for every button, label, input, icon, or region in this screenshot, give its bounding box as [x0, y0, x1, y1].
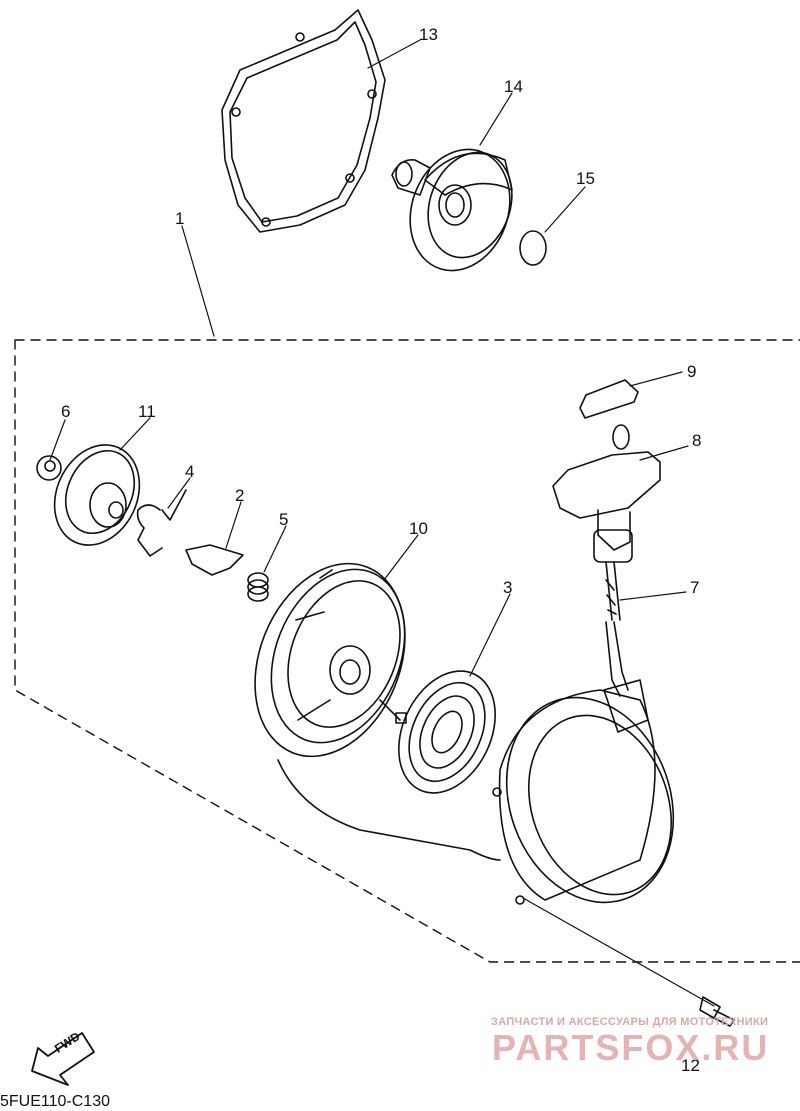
callout-9: 9	[687, 362, 697, 381]
part-13-gasket	[221, 9, 386, 233]
part-5-spring	[247, 572, 269, 602]
callout-3: 3	[503, 578, 513, 597]
part-2-ratchet	[185, 544, 244, 576]
part-12-bolt	[699, 996, 735, 1027]
part-4-clip-spring	[136, 489, 187, 557]
assembly-boundary-dashed	[14, 339, 800, 963]
callout-2: 2	[235, 486, 245, 505]
callout-5: 5	[279, 510, 289, 529]
callout-15: 15	[576, 169, 595, 188]
callout-14: 14	[504, 77, 523, 96]
part-1-recoil-case	[492, 679, 675, 905]
callout-8: 8	[692, 431, 702, 450]
part-8-starter-handle	[552, 424, 661, 563]
callout-13: 13	[419, 25, 438, 44]
part-14-starter-pulley	[391, 148, 513, 272]
fwd-arrow-icon	[31, 1032, 95, 1086]
part-9-handle-cap	[579, 379, 639, 419]
callout-12: 12	[681, 1056, 700, 1075]
callout-10: 10	[409, 519, 428, 538]
assembly-guide-line	[277, 759, 501, 861]
part-3-spiral-spring	[395, 670, 496, 794]
callout-4: 4	[185, 462, 195, 481]
part-10-sheave-drum	[254, 562, 406, 758]
diagram-code: 5FUE110-C130	[0, 1093, 110, 1110]
callout-11: 11	[138, 402, 156, 421]
callout-1: 1	[175, 209, 185, 228]
part-7-recoil-rope	[605, 561, 629, 697]
part-11-friction-plate	[53, 444, 141, 546]
callout-7: 7	[690, 578, 700, 597]
watermark-logo: PARTSFOX.RU	[492, 1027, 770, 1068]
part-15-o-ring	[519, 230, 547, 266]
leader-lines	[49, 39, 715, 1007]
callout-6: 6	[61, 402, 71, 421]
part-6-nut	[36, 455, 62, 481]
watermark-tagline: ЗАПЧАСТИ И АКСЕССУАРЫ ДЛЯ МОТОТЕХНИКИ	[491, 1016, 769, 1028]
